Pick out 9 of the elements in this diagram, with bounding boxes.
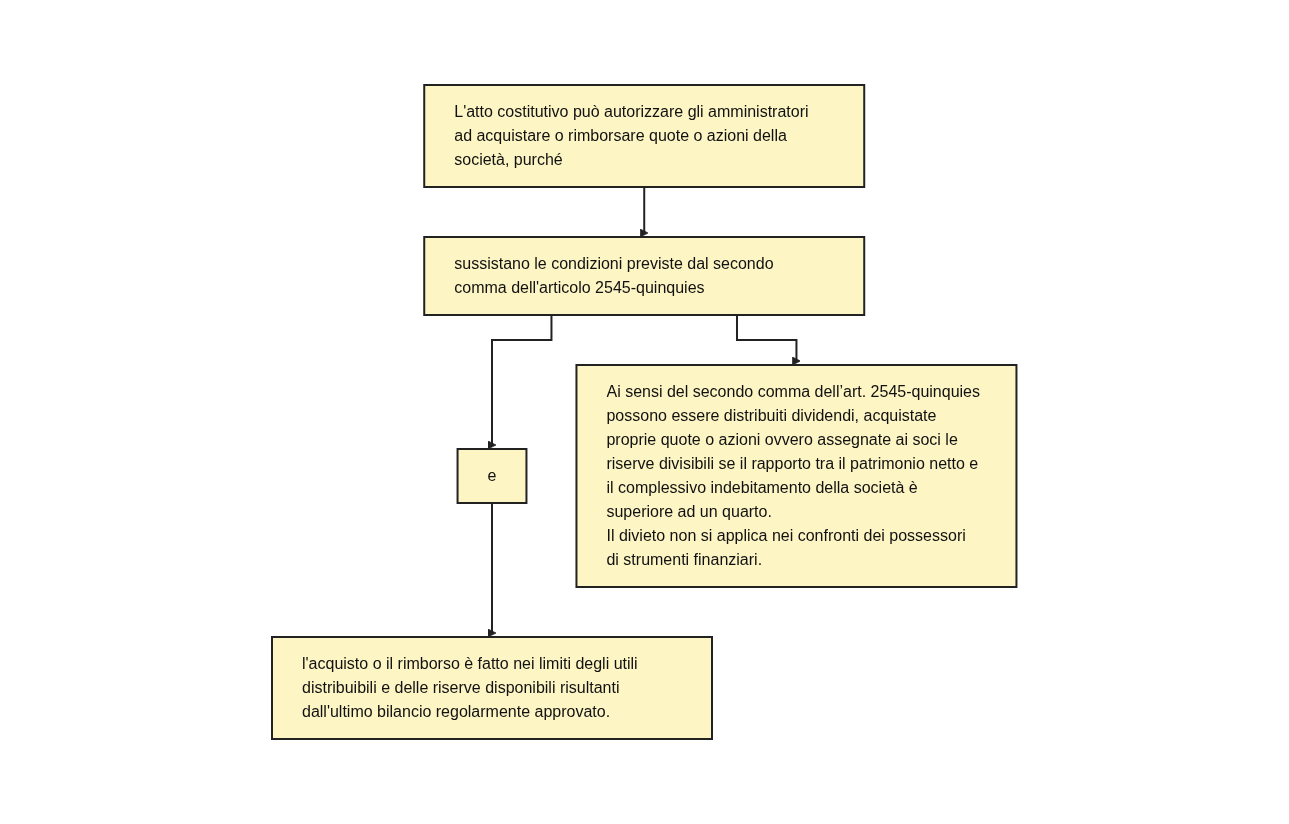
- node-box: L'atto costitutivo può autorizzare gli amministratori ad acquistare o rimborsare quote o azioni della società, purché: [423, 84, 866, 188]
- arrow: [736, 314, 802, 366]
- node-box: sussistano le condizioni previste dal secondo comma dell'articolo 2545-quinquies: [423, 236, 866, 316]
- node-box: Ai sensi del secondo comma dell’art. 2545-quinquies possono essere distribuiti dividendi, acquistate proprie quote o azioni ovvero assegnate ai soci le riserve divisibili se il rapporto tra il patrimonio netto e il complessivo indebitamento della società è superiore ad un quarto. Il divieto non si applica nei confronti dei possessori di strumenti finanziari.: [575, 364, 1018, 588]
- node-box: e: [456, 448, 528, 504]
- arrow: [487, 314, 553, 450]
- arrow: [640, 186, 649, 238]
- arrow: [487, 502, 497, 638]
- node-box: l'acquisto o il rimborso è fatto nei limiti degli utili distribuibili e delle riserve disponibili risultanti dall'ultimo bilancio regolarmente approvato.: [271, 636, 714, 740]
